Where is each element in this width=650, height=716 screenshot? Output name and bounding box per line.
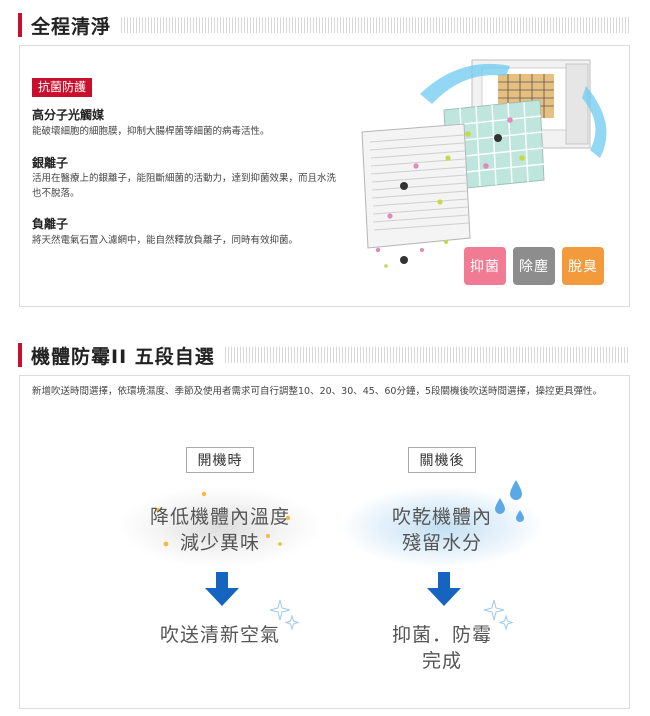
cool-glow [342,487,542,567]
power-on-effect-line2: 減少異味 [179,532,260,554]
warm-glow [120,487,320,567]
section-header-clean: 全程清淨 [18,12,630,38]
feature-tag: 抗菌防護 [32,78,93,97]
power-off-result-line1: 抑菌．防霉 [391,624,492,646]
item-title: 高分子光觸媒 [32,108,105,122]
particle [444,240,448,244]
badge-dust-removal: 除塵 [513,247,555,285]
intro-text: 新增吹送時間選擇，依環境濕度、季節及使用者需求可自行調整10、20、30、45、… [32,386,602,397]
particle [384,264,388,268]
badge-antibacterial: 抑菌 [464,247,506,285]
filter-illustration [361,59,607,268]
section-header-mold: 機體防霉II 五段自選 [18,342,630,368]
header-accent-bar [18,13,22,37]
power-off-result-line2: 完成 [421,650,462,672]
badge-group: 抑菌 除塵 脫臭 [464,247,604,285]
item-desc: 活用在醫療上的銀離子，能阻斷細菌的活動力，達到抑菌效果，而且水洗也不脫落。 [32,173,337,199]
down-arrow-icon [427,572,461,606]
item-desc: 將天然電氣石置入濾網中，能自然釋放負離子，同時有效抑菌。 [32,235,299,246]
power-on-label: 開機時 [186,447,254,473]
particle [420,248,424,252]
warm-dots [156,491,291,547]
section-title: 機體防霉II 五段自選 [31,345,215,368]
badge-deodorize: 脫臭 [562,247,604,285]
sparkle-icon [270,600,300,631]
airflow-arrow-left [420,63,510,104]
item-title: 銀離子 [32,156,69,170]
down-arrow-icon [205,572,239,606]
particle [375,247,381,253]
white-front-filter [361,123,471,249]
power-on-result: 吹送清新空氣 [159,624,280,646]
header-accent-bar [18,343,22,367]
power-on-effect-line1: 降低機體內溫度 [149,506,290,528]
water-drop-icon [495,480,524,522]
power-off-effect-line2: 殘留水分 [401,532,482,554]
green-filter [443,99,545,191]
airflow-arrow-right [582,86,607,158]
item-title: 負離子 [32,217,69,231]
section-title: 全程清淨 [31,15,112,38]
power-off-effect-line1: 吹乾機體內 [391,506,492,528]
item-desc: 能破壞細胞的細胞膜，抑制大腸桿菌等細菌的病毒活性。 [32,126,270,137]
particle [400,256,408,264]
power-off-label: 關機後 [408,447,476,473]
sparkle-icon [484,600,514,631]
header-stripe [121,17,630,33]
header-stripe [224,347,630,363]
